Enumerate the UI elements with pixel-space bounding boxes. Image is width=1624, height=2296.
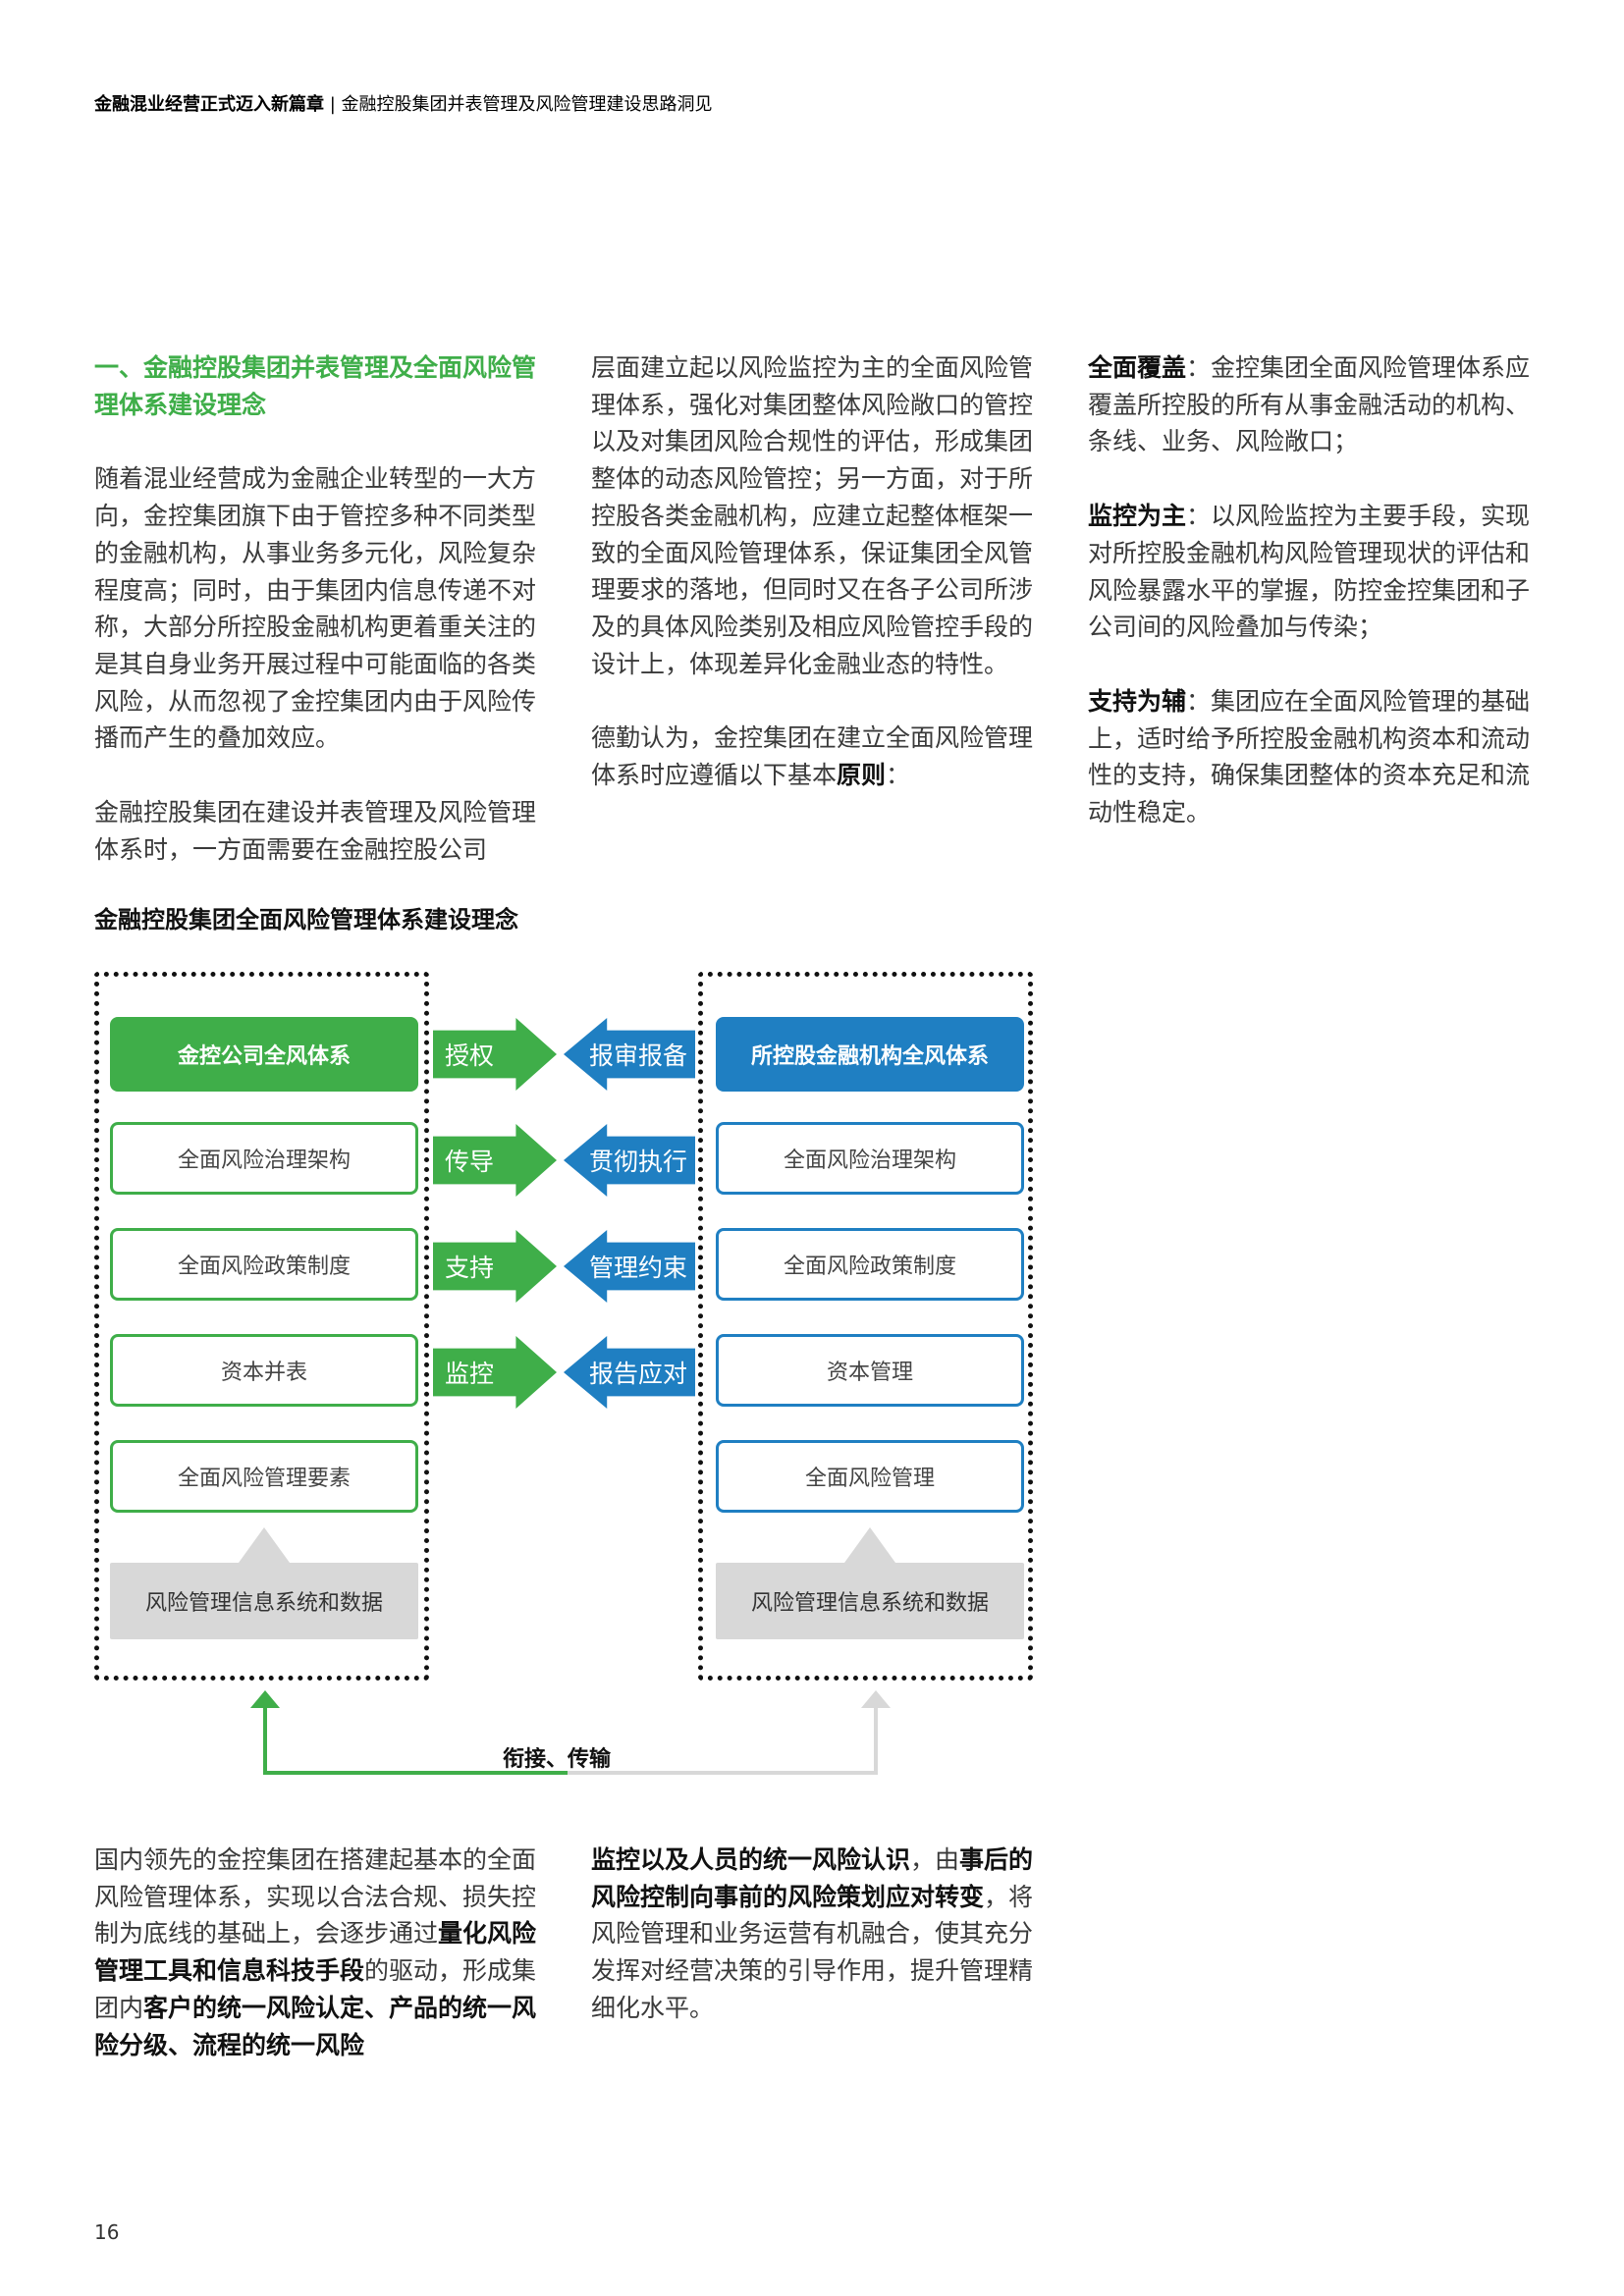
- connector-line-green: [263, 1704, 568, 1775]
- up-arrow-icon: [250, 1690, 280, 1708]
- arrow-right: 监控: [433, 1336, 557, 1409]
- left-item-box: 全面风险政策制度: [110, 1228, 418, 1301]
- left-triangle-icon: [239, 1527, 290, 1563]
- bold-text: 监控以及人员的统一风险认识: [591, 1845, 911, 1874]
- right-item-box: 全面风险管理: [716, 1440, 1024, 1513]
- section-title: 一、金融控股集团并表管理及全面风险管理体系建设理念: [94, 353, 537, 419]
- principle-term: 监控为主: [1088, 502, 1187, 531]
- paragraph: 德勤认为，金控集团在建立全面风险管理体系时应遵循以下基本原则：: [591, 720, 1037, 793]
- paragraph-end: ：: [886, 761, 911, 790]
- arrow-right: 传导: [433, 1124, 557, 1197]
- arrow-right: 支持: [433, 1230, 557, 1303]
- bold-text: 事后的风险控制向事前的风险策划应对转变: [591, 1845, 1034, 1911]
- page-number: 16: [94, 2220, 120, 2244]
- connector-label: 衔接、传输: [503, 1747, 612, 1772]
- right-item-box: 全面风险治理架构: [716, 1122, 1024, 1195]
- left-item-box: 全面风险管理要素: [110, 1440, 418, 1513]
- text-column-2: 层面建立起以风险监控为主的全面风险管理体系，强化对集团整体风险敞口的管控以及对集…: [591, 349, 1037, 831]
- text: ，由: [910, 1845, 960, 1874]
- left-panel: [94, 972, 429, 1681]
- right-header-box: 所控股金融机构全风体系: [716, 1017, 1024, 1092]
- bottom-column-2: 监控以及人员的统一风险认识，由事后的风险控制向事前的风险策划应对转变，将风险管理…: [591, 1842, 1043, 2027]
- principle-term: 支持为辅: [1088, 686, 1187, 716]
- left-item-box: 全面风险治理架构: [110, 1122, 418, 1195]
- paragraph: 层面建立起以风险监控为主的全面风险管理体系，强化对集团整体风险敞口的管控以及对集…: [591, 353, 1034, 678]
- left-item-box: 资本并表: [110, 1334, 418, 1407]
- arrow-right: 授权: [433, 1018, 557, 1091]
- header-subtitle: 金融控股集团并表管理及风险管理建设思路洞见: [341, 94, 713, 115]
- principle-text: ：以风险监控为主要手段，实现对所控股金融机构风险管理现状的评估和风险暴露水平的掌…: [1088, 502, 1531, 642]
- principle-item: 监控为主：以风险监控为主要手段，实现对所控股金融机构风险管理现状的评估和风险暴露…: [1088, 498, 1532, 646]
- principle-text: ：金控集团全面风险管理体系应覆盖所控股的所有从事金融活动的机构、条线、业务、风险…: [1088, 353, 1531, 456]
- left-info-box: 风险管理信息系统和数据: [110, 1563, 418, 1639]
- right-triangle-icon: [844, 1527, 895, 1563]
- paragraph: 金融控股集团在建设并表管理及风险管理体系时，一方面需要在金融控股公司: [94, 798, 537, 864]
- paragraph: 随着混业经营成为金融企业转型的一大方向，金控集团旗下由于管控多种不同类型的金融机…: [94, 464, 537, 753]
- principles-term: 原则: [837, 761, 887, 790]
- bottom-column-1: 国内领先的金控集团在搭建起基本的全面风险管理体系，实现以合法合规、损失控制为底线…: [94, 1842, 546, 2063]
- text-column-3: 全面覆盖：金控集团全面风险管理体系应覆盖所控股的所有从事金融活动的机构、条线、业…: [1088, 349, 1532, 869]
- bold-text: 客户的统一风险认定、产品的统一风险分级、流程的统一风险: [94, 1993, 537, 2059]
- up-arrow-icon: [861, 1690, 891, 1708]
- arrow-left: 管理约束: [564, 1230, 695, 1303]
- principle-term: 全面覆盖: [1088, 353, 1187, 382]
- text: ，将风险管理和业务运营有机融合，使其充分发挥对经营决策的引导作用，提升管理精细化…: [591, 1882, 1034, 2022]
- principle-text: ：集团应在全面风险管理的基础上，适时给予所控股金融机构资本和流动性的支持，确保集…: [1088, 686, 1531, 828]
- paragraph-text: 德勤认为，金控集团在建立全面风险管理体系时应遵循以下基本: [591, 723, 1034, 790]
- arrow-left: 贯彻执行: [564, 1124, 695, 1197]
- bold-text: 量化风险管理工具和信息科技手段: [94, 1919, 537, 1986]
- principle-item: 支持为辅：集团应在全面风险管理的基础上，适时给予所控股金融机构资本和流动性的支持…: [1088, 683, 1532, 831]
- left-header-box: 金控公司全风体系: [110, 1017, 418, 1092]
- arrow-left: 报告应对: [564, 1336, 695, 1409]
- header-separator: |: [324, 94, 342, 115]
- text: 的驱动，形成集团内: [94, 1956, 537, 2022]
- text-column-1: 一、金融控股集团并表管理及全面风险管理体系建设理念 随着混业经营成为金融企业转型…: [94, 349, 540, 905]
- principle-item: 全面覆盖：金控集团全面风险管理体系应覆盖所控股的所有从事金融活动的机构、条线、业…: [1088, 349, 1532, 460]
- right-item-box: 资本管理: [716, 1334, 1024, 1407]
- header-title: 金融混业经营正式迈入新篇章: [94, 94, 324, 115]
- page-header: 金融混业经营正式迈入新篇章 | 金融控股集团并表管理及风险管理建设思路洞见: [94, 90, 713, 116]
- right-panel: [698, 972, 1033, 1681]
- right-info-box: 风险管理信息系统和数据: [716, 1563, 1024, 1639]
- right-item-box: 全面风险政策制度: [716, 1228, 1024, 1301]
- text: 国内领先的金控集团在搭建起基本的全面风险管理体系，实现以合法合规、损失控制为底线…: [94, 1845, 537, 1949]
- connector-svg: [250, 1690, 891, 1775]
- connector-line-gray: [568, 1704, 878, 1775]
- arrow-left: 报审报备: [564, 1018, 695, 1091]
- figure-title: 金融控股集团全面风险管理体系建设理念: [94, 906, 518, 934]
